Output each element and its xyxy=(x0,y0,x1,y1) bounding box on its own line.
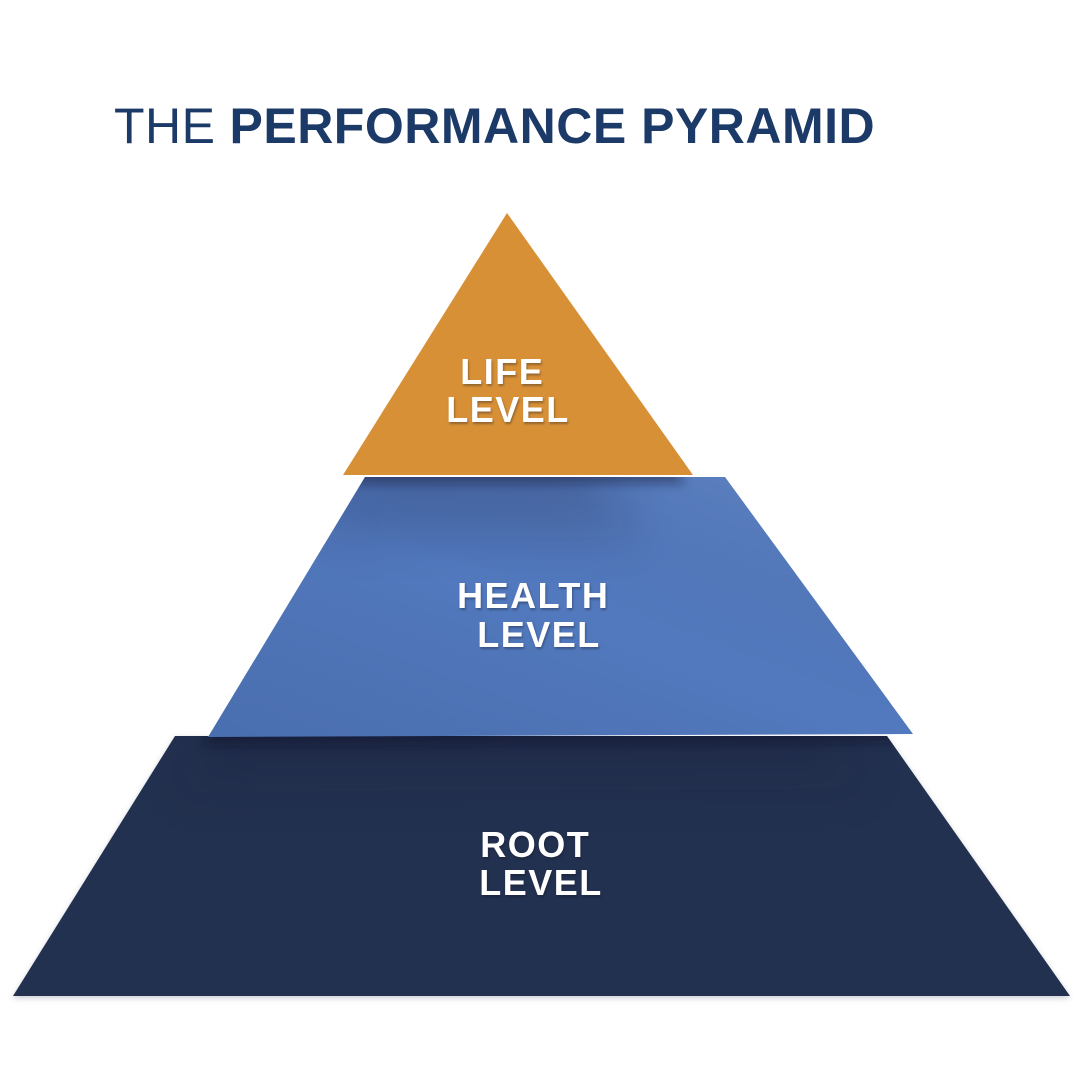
life-level-label: LIFE LEVEL xyxy=(446,351,570,430)
health-level-label: HEALTH LEVEL xyxy=(457,575,621,655)
root-level-label: ROOT LEVEL xyxy=(479,824,603,903)
title-prefix: THE xyxy=(114,98,216,154)
pyramid-level-life xyxy=(343,213,693,475)
health-shading-overlay xyxy=(208,477,913,737)
pyramid-level-root xyxy=(13,736,1070,996)
title-main: PERFORMANCE PYRAMID xyxy=(229,98,876,154)
